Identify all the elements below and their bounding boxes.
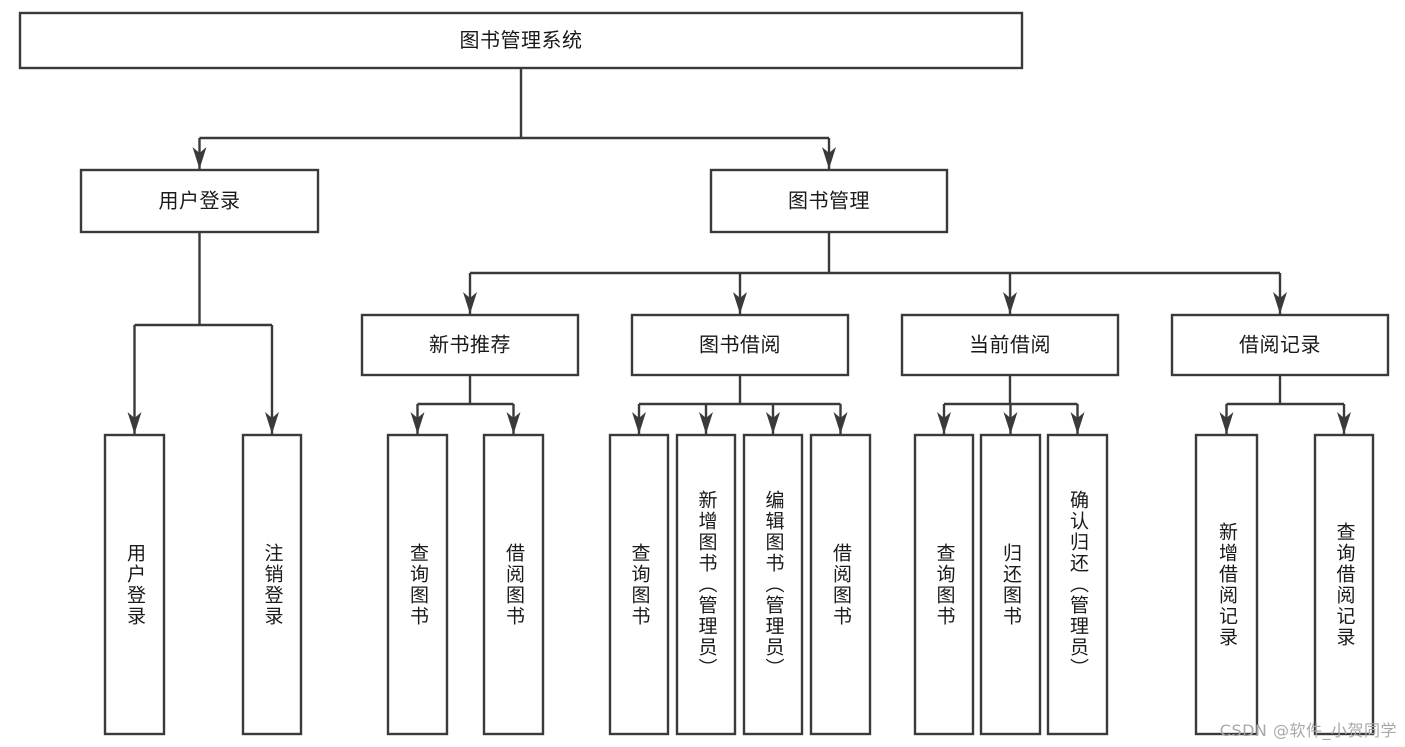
node-root-label: 图书管理系统	[460, 28, 583, 52]
arrow-head	[1219, 412, 1234, 434]
leaf-leaf-edit-book-admin-box[interactable]	[742, 433, 804, 736]
arrow-head	[937, 412, 951, 434]
node-user-login-label: 用户登录	[159, 189, 241, 213]
arrow-head	[1070, 412, 1085, 434]
arrow-head	[632, 412, 646, 434]
node-current-borrow-box[interactable]	[900, 313, 1120, 377]
node-book-manage-box[interactable]	[709, 168, 949, 234]
leaf-leaf-query-book-2-box[interactable]	[608, 433, 670, 736]
arrow-head	[410, 412, 425, 434]
watermark: CSDN @软件_小贺同学	[1219, 721, 1397, 740]
arrow-head	[192, 147, 207, 169]
arrow-head	[506, 412, 521, 434]
leaf-leaf-confirm-return-admin-box[interactable]	[1046, 433, 1109, 736]
arrow-head	[733, 292, 747, 314]
arrow-head	[1337, 412, 1351, 434]
leaf-leaf-user-logout-box[interactable]	[241, 433, 303, 736]
box-layer	[18, 11, 1390, 736]
arrow-head	[127, 412, 142, 434]
arrow-head	[1003, 412, 1018, 434]
arrow-head	[1003, 292, 1017, 314]
node-borrow-record-label: 借阅记录	[1239, 333, 1321, 357]
node-current-borrow-label: 当前借阅	[969, 333, 1051, 357]
leaf-leaf-add-book-admin-box[interactable]	[675, 433, 737, 736]
leaf-leaf-query-book-3-box[interactable]	[913, 433, 975, 736]
arrow-head	[699, 412, 713, 434]
node-new-book-recommend-box[interactable]	[360, 313, 580, 377]
node-book-manage-label: 图书管理	[788, 189, 870, 213]
arrow-head	[463, 292, 477, 314]
leaf-leaf-query-book-1-box[interactable]	[386, 433, 449, 736]
arrow-head	[766, 412, 780, 434]
leaf-leaf-borrow-book-2-box[interactable]	[809, 433, 872, 736]
node-book-borrow-box[interactable]	[630, 313, 850, 377]
leaf-leaf-add-borrow-record-box[interactable]	[1194, 433, 1259, 736]
arrow-head	[265, 412, 279, 434]
leaf-leaf-user-login-box[interactable]	[103, 433, 166, 736]
leaf-leaf-borrow-book-1-box[interactable]	[482, 433, 545, 736]
node-root-box[interactable]	[18, 11, 1024, 70]
node-borrow-record-box[interactable]	[1170, 313, 1390, 377]
node-user-login-box[interactable]	[79, 168, 320, 234]
arrow-head	[1273, 292, 1287, 314]
node-new-book-recommend-label: 新书推荐	[429, 333, 511, 357]
arrow-head	[833, 412, 848, 434]
connector-layer	[127, 68, 1351, 434]
node-book-borrow-label: 图书借阅	[699, 333, 781, 357]
leaf-leaf-query-borrow-record-box[interactable]	[1313, 433, 1375, 736]
arrow-head	[822, 147, 836, 169]
leaf-leaf-return-book-box[interactable]	[979, 433, 1042, 736]
